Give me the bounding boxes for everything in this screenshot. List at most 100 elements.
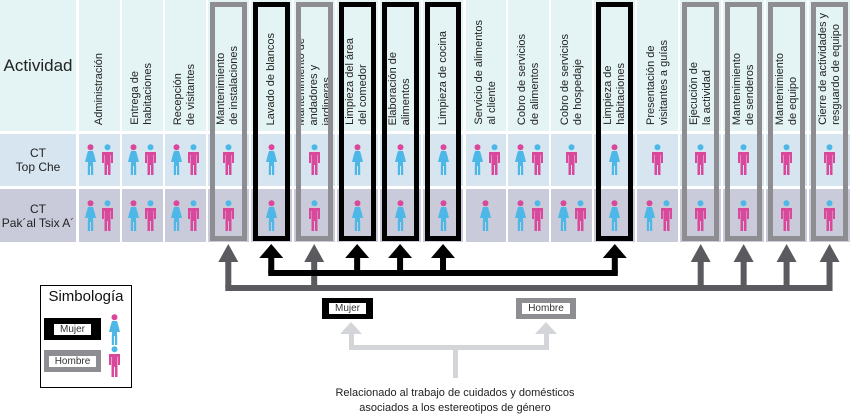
icon-group	[208, 134, 249, 186]
activity-cell	[637, 134, 679, 186]
man-icon	[102, 199, 114, 231]
icon-group	[508, 189, 549, 242]
activity-cell	[121, 189, 163, 242]
icon-group	[337, 189, 378, 242]
woman-icon	[351, 144, 363, 175]
activity-cell	[551, 134, 593, 186]
row-label-cell	[0, 189, 76, 242]
mujer-arrow-shaft	[440, 256, 447, 273]
woman-icon	[265, 144, 277, 175]
icon-group	[723, 134, 764, 186]
mujer-tag: Mujer	[322, 298, 373, 319]
man-icon	[695, 144, 707, 175]
row-label-cell	[0, 134, 76, 186]
icon-group	[680, 134, 721, 186]
icon-group	[165, 189, 206, 242]
man-icon	[574, 199, 586, 231]
hombre-arrow-shaft	[740, 258, 747, 288]
legend-title: Simbología	[48, 288, 124, 305]
man-icon	[188, 199, 200, 231]
hombre-arrow-shaft	[697, 258, 704, 288]
man-icon	[824, 144, 836, 175]
icon-group	[380, 189, 421, 242]
icon-group	[508, 134, 549, 186]
arrow-up-icon	[733, 244, 754, 262]
mujer-arrow-shaft	[397, 256, 404, 273]
woman-icon	[471, 144, 483, 175]
activity-cell	[465, 134, 507, 186]
column-header: Cobro de servicios de alimentos	[508, 0, 550, 131]
man-icon	[308, 144, 320, 175]
arrow-up-icon	[259, 244, 284, 258]
woman-icon	[171, 199, 183, 231]
icon-group	[165, 134, 206, 186]
icon-group	[294, 189, 335, 242]
column-header: Presentación de visitantes a guías	[637, 0, 679, 131]
arrow-up-icon	[218, 244, 239, 262]
legend-hombre-label: Hombre	[48, 355, 97, 367]
hombre-arrow-shaft	[225, 258, 232, 288]
header-label: Actividad	[3, 55, 73, 75]
activity-cell	[79, 134, 120, 186]
woman-icon	[394, 199, 406, 231]
legend-mujer-frame: Mujer	[44, 318, 101, 340]
icon-group	[380, 134, 421, 186]
icon-group	[809, 134, 850, 186]
icon-group	[122, 134, 163, 186]
man-icon	[781, 199, 793, 231]
activity-cell	[508, 189, 550, 242]
woman-icon	[128, 199, 140, 231]
arrow-up-icon	[304, 244, 325, 262]
icon-group	[423, 134, 464, 186]
man-icon	[566, 144, 578, 175]
icon-group	[723, 189, 764, 242]
icon-group	[594, 189, 635, 242]
woman-icon	[85, 144, 97, 175]
icon-group	[680, 189, 721, 242]
mujer-arrow-shaft	[611, 256, 618, 273]
icon-group	[79, 189, 120, 242]
hombre-connector-line	[225, 285, 833, 291]
hombre-tag: Hombre	[516, 298, 576, 319]
activity-cell	[637, 189, 679, 242]
mujer-tag-label: Mujer	[328, 303, 366, 314]
hombre-tag-label: Hombre	[522, 303, 570, 314]
man-icon	[222, 144, 234, 175]
activity-cell	[121, 134, 163, 186]
arrow-up-icon	[345, 244, 370, 258]
activity-cell	[465, 189, 507, 242]
man-icon	[102, 144, 114, 175]
man-icon	[695, 199, 707, 231]
man-icon	[488, 144, 500, 175]
icon-group	[423, 189, 464, 242]
activity-cell	[79, 189, 120, 242]
man-icon	[660, 199, 672, 231]
arrow-up-icon	[388, 244, 413, 258]
icon-group	[766, 189, 807, 242]
hombre-arrow-shaft	[783, 258, 790, 288]
caption-arrow-shaft	[349, 330, 354, 348]
caption-arrow-shaft	[544, 330, 549, 348]
icon-group	[122, 189, 163, 242]
caption-connector-line	[349, 345, 549, 350]
woman-icon	[437, 144, 449, 175]
man-icon	[222, 199, 234, 231]
activity-cell	[508, 134, 550, 186]
icon-group	[466, 134, 507, 186]
icon-group	[637, 189, 678, 242]
woman-icon	[557, 199, 569, 231]
arrow-up-icon	[690, 244, 711, 262]
arrow-up-icon	[819, 244, 840, 262]
arrow-up-icon	[340, 322, 362, 334]
column-header: Servicio de alimentos al cliente	[465, 0, 507, 131]
icon-group	[466, 189, 507, 242]
icon-group	[208, 189, 249, 242]
man-icon	[145, 199, 157, 231]
woman-icon	[265, 199, 277, 231]
woman-icon	[437, 199, 449, 231]
legend-hombre-frame: Hombre	[44, 350, 101, 372]
icon-group	[294, 134, 335, 186]
activity-cell	[164, 134, 206, 186]
